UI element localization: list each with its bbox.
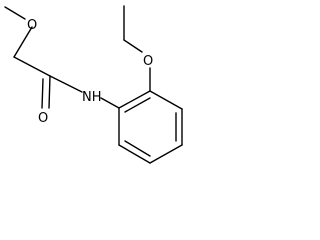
ring-inner-bond-1 xyxy=(124,97,151,113)
bond-o-ch2 xyxy=(13,26,33,58)
ring-bond-5 xyxy=(118,144,151,164)
bond-carbonyl-double-a xyxy=(48,75,51,109)
structure-diagram: O O NH O xyxy=(4,5,183,164)
atom-o-ethoxy: O xyxy=(143,54,153,69)
bond-methyl-o xyxy=(4,6,26,20)
ring-bond-2 xyxy=(149,90,183,110)
ring-bond-1 xyxy=(118,90,151,109)
atom-o-methoxy: O xyxy=(27,18,37,33)
ring-bond-4 xyxy=(149,144,183,164)
bond-ch2-carbonyl xyxy=(13,56,51,77)
ring-inner-bond-3 xyxy=(124,140,151,157)
bond-carbonyl-double-b xyxy=(41,78,44,109)
bond-n-ring xyxy=(100,97,120,109)
bond-o-ethyl-ch2 xyxy=(123,39,143,53)
bond-carbonyl-n xyxy=(49,75,83,93)
atom-o-carbonyl: O xyxy=(38,111,48,126)
atom-nh: NH xyxy=(82,90,102,105)
